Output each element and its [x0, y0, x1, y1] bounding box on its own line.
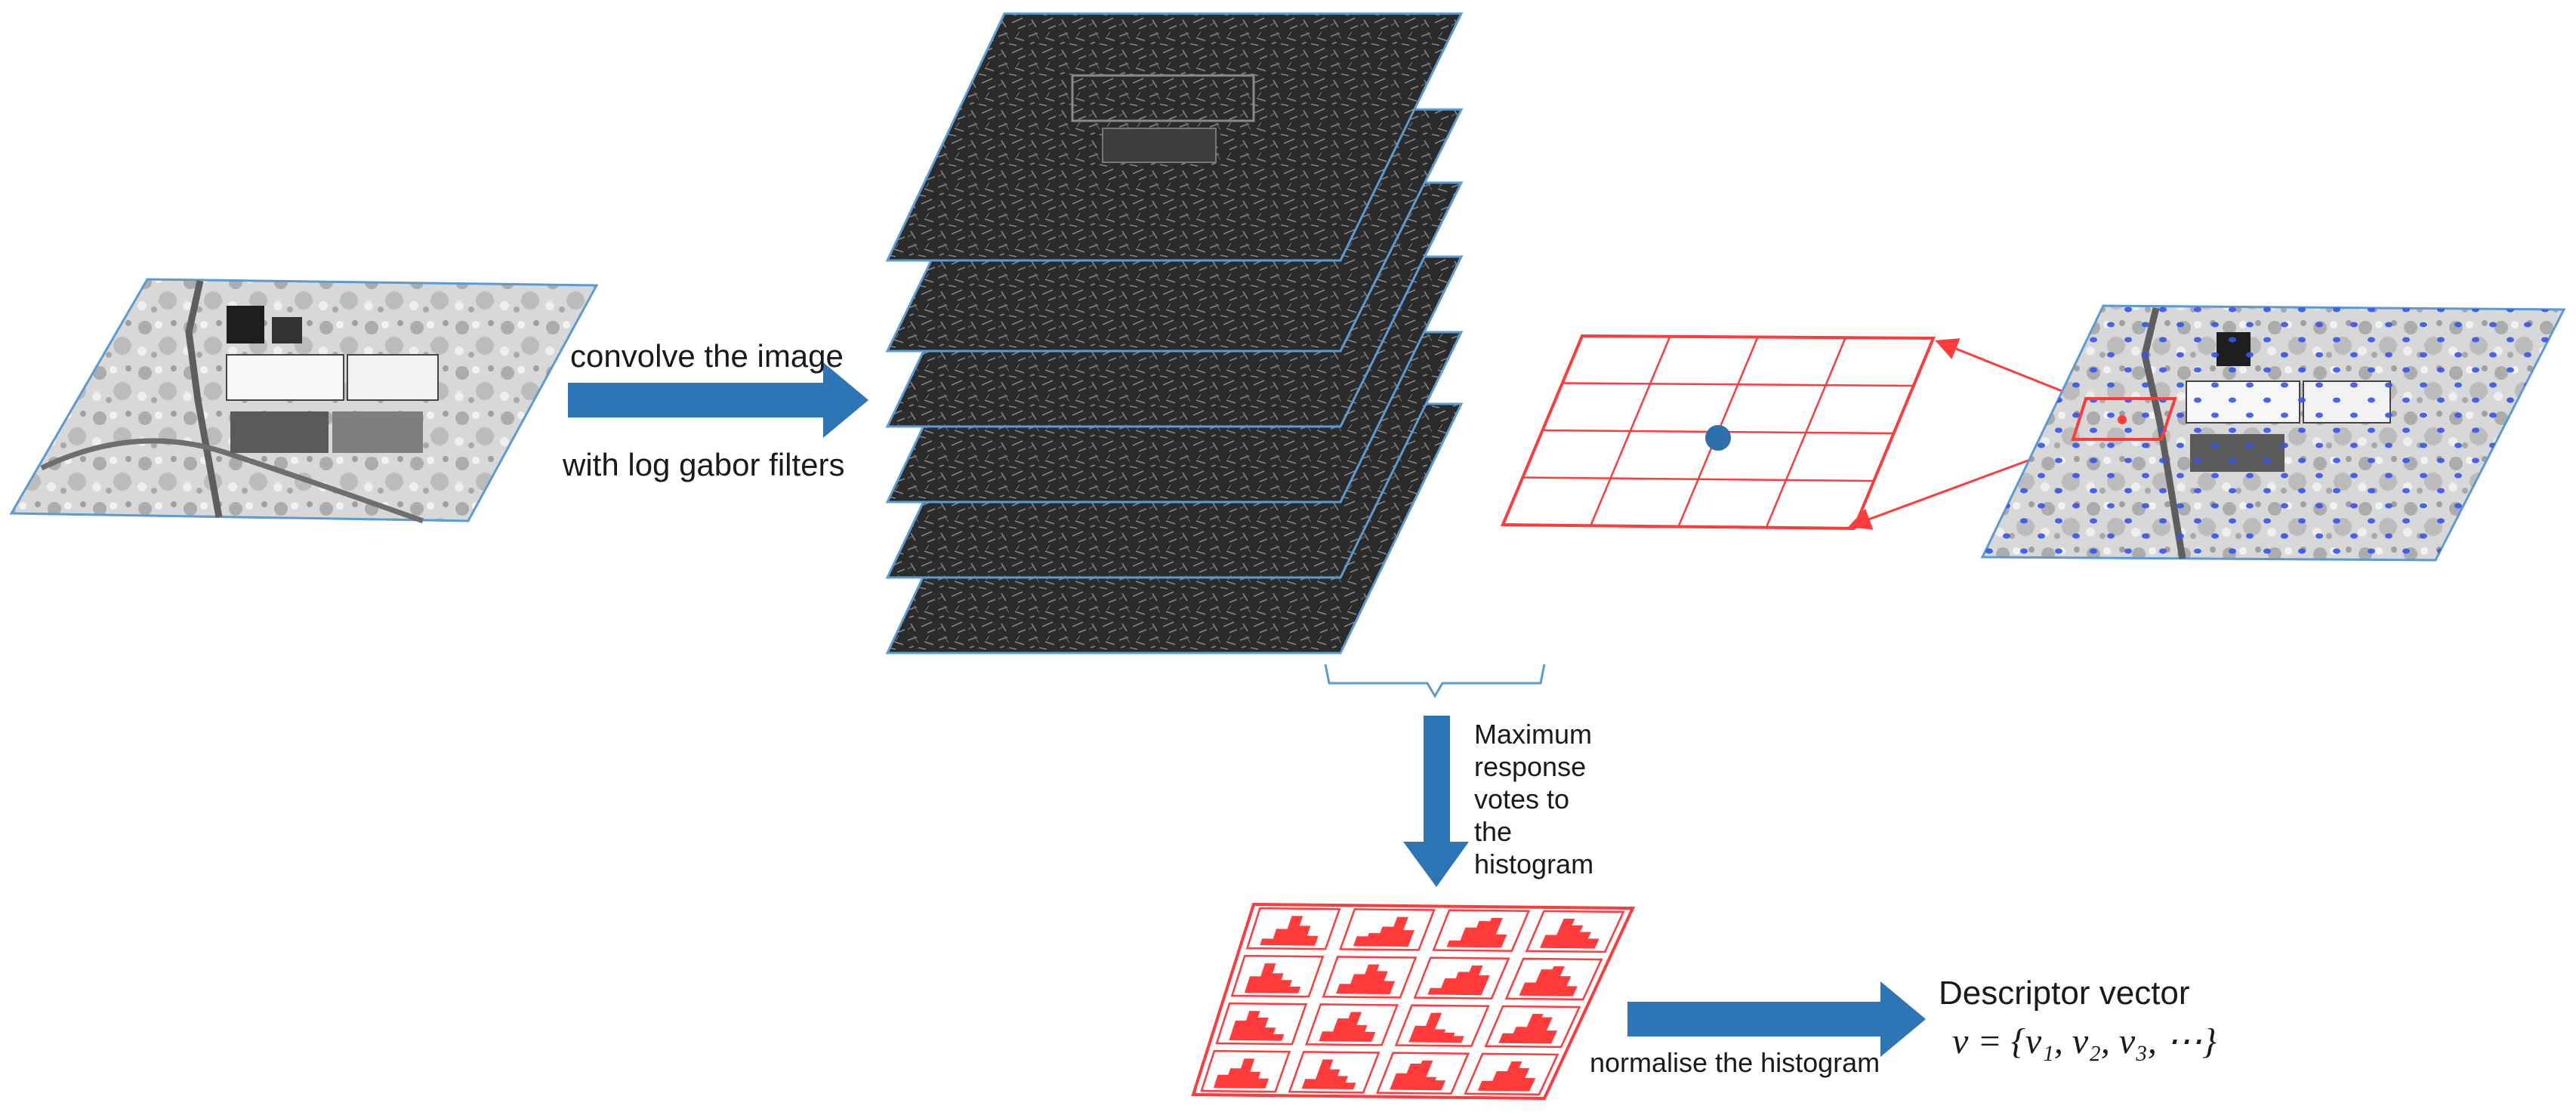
histogram-bars	[1260, 916, 1319, 946]
keypoint-aerial-image	[1980, 304, 2566, 562]
max-response-label: Maximum response votes to the histogram	[1474, 719, 1600, 879]
keypoint-center	[1705, 425, 1731, 451]
histogram-bars	[1390, 1060, 1446, 1091]
zoom-line-top	[1935, 338, 2076, 398]
histogram-bars	[1539, 918, 1600, 949]
grid-line-horizontal	[1562, 382, 1914, 387]
normalise-arrow	[1627, 981, 1926, 1057]
convolve-label-line2: with log gabor filters	[562, 447, 845, 482]
keypoint-patch-highlight	[2071, 397, 2177, 441]
histogram-bars	[1319, 1012, 1376, 1042]
histogram-bars	[1229, 1011, 1285, 1041]
histogram-bars	[1427, 965, 1490, 996]
convolve-arrow	[568, 362, 868, 438]
spatial-grid	[1501, 334, 1936, 531]
histogram-grid	[1191, 902, 1636, 1101]
normalise-label: normalise the histogram	[1590, 1047, 1880, 1078]
max-response-arrow	[1403, 716, 1469, 887]
stack-bracket	[1324, 664, 1546, 698]
histogram-bars	[1353, 916, 1414, 947]
histogram-bars	[1519, 966, 1578, 996]
input-aerial-image	[9, 278, 599, 524]
convolve-label-line1: convolve the image	[570, 338, 844, 374]
histogram-bars	[1408, 1012, 1464, 1043]
histogram-bars	[1446, 917, 1507, 948]
grid-line-horizontal	[1522, 476, 1874, 482]
histogram-bars	[1498, 1013, 1557, 1044]
descriptor-formula: v = {v₁, v₂, v₃, ⋯}	[1952, 1021, 2217, 1061]
histogram-bars	[1336, 964, 1396, 994]
histogram-bars	[1301, 1059, 1356, 1089]
histogram-bars	[1477, 1061, 1536, 1092]
histogram-bars	[1244, 963, 1301, 993]
descriptor-title: Descriptor vector	[1939, 975, 2190, 1012]
histogram-bars	[1213, 1058, 1269, 1089]
filter-response-stack	[885, 12, 1464, 655]
